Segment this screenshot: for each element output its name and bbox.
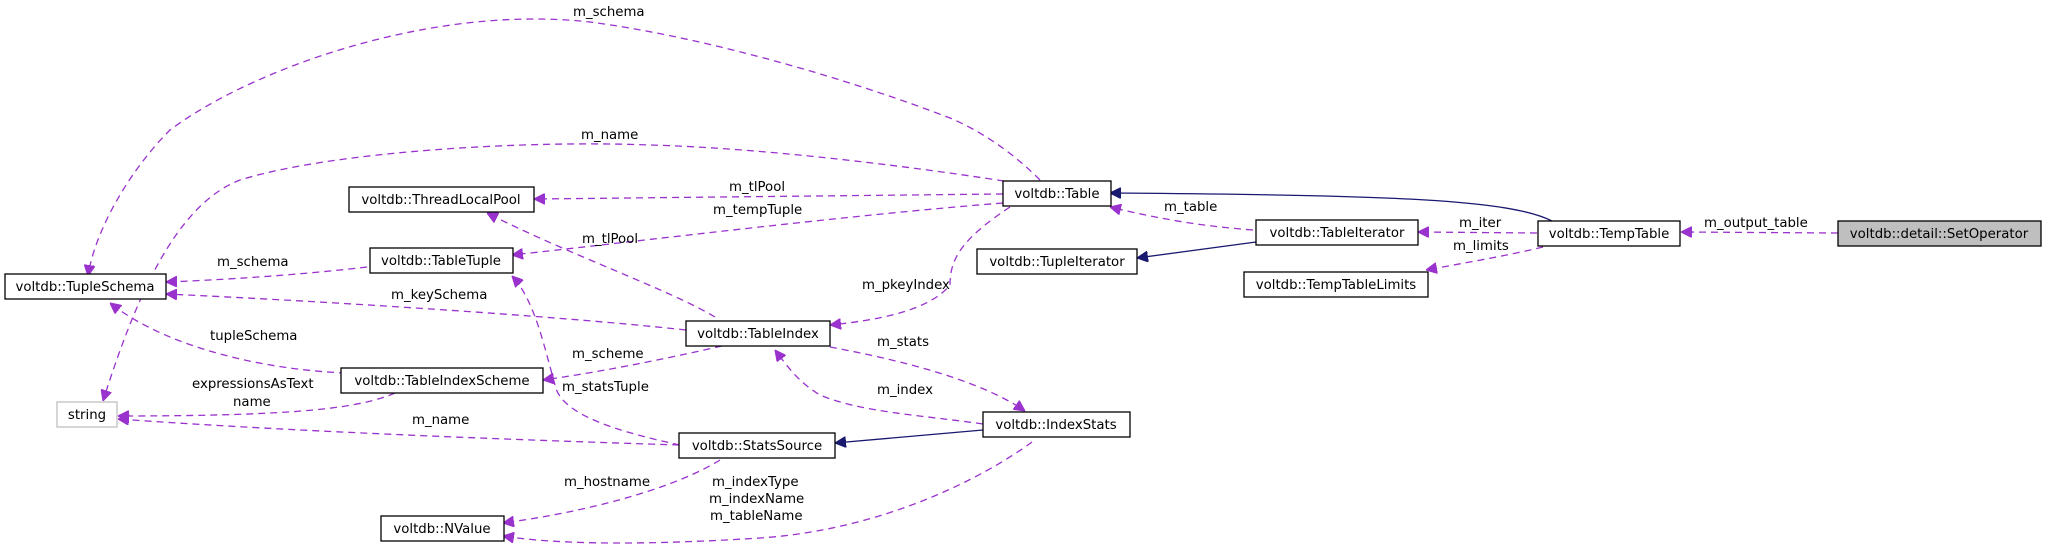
edge-m-keyschema	[166, 294, 687, 331]
node-threadlocalpool[interactable]: voltdb::ThreadLocalPool	[348, 186, 535, 213]
label-m-limits: m_limits	[1453, 239, 1509, 254]
edge-m-index-names	[503, 441, 1033, 544]
label-m-scheme: m_scheme	[572, 347, 644, 362]
node-tableindex-label: voltdb::TableIndex	[697, 327, 819, 342]
node-table[interactable]: voltdb::Table	[1002, 180, 1112, 207]
edge-m-schema-top	[88, 18, 1041, 276]
edge-tupleschema-scheme	[110, 303, 347, 374]
label-m-tlpool-index: m_tlPool	[582, 232, 638, 247]
label-m-statstuple: m_statsTuple	[562, 380, 649, 395]
label-m-tlpool-table: m_tlPool	[729, 180, 785, 195]
node-tableiterator[interactable]: voltdb::TableIterator	[1255, 219, 1419, 246]
label-m-index: m_index	[877, 383, 933, 398]
label-m-name-top: m_name	[581, 128, 638, 143]
label-m-stats: m_stats	[877, 335, 929, 350]
edge-tableiterator-inherits-tupleiterator	[1137, 241, 1257, 258]
node-tupleiterator-label: voltdb::TupleIterator	[989, 255, 1125, 270]
edge-labels: m_output_table m_iter m_limits m_table m…	[192, 5, 1808, 524]
node-tupleiterator[interactable]: voltdb::TupleIterator	[976, 248, 1138, 275]
label-m-temptuple: m_tempTuple	[713, 203, 802, 218]
edge-m-scheme	[543, 345, 723, 380]
node-table-label: voltdb::Table	[1014, 187, 1099, 202]
edge-m-hostname	[503, 459, 721, 523]
nodes: voltdb::detail::SetOperator voltdb::Temp…	[4, 180, 2042, 542]
label-expressionsastext: expressionsAsText	[192, 377, 314, 392]
node-temptablelimits[interactable]: voltdb::TempTableLimits	[1243, 271, 1429, 298]
node-temptable[interactable]: voltdb::TempTable	[1537, 220, 1681, 247]
node-tabletuple[interactable]: voltdb::TableTuple	[369, 247, 514, 274]
label-m-iter: m_iter	[1459, 216, 1502, 231]
node-statssource[interactable]: voltdb::StatsSource	[678, 432, 836, 459]
edge-expressions-name	[118, 392, 396, 416]
node-nvalue[interactable]: voltdb::NValue	[380, 515, 505, 542]
edge-m-tlpool-index	[487, 212, 716, 318]
label-m-indextype: m_indexType	[712, 475, 799, 490]
node-temptablelimits-label: voltdb::TempTableLimits	[1256, 278, 1417, 293]
label-name: name	[233, 395, 271, 410]
node-threadlocalpool-label: voltdb::ThreadLocalPool	[361, 193, 520, 208]
label-m-hostname: m_hostname	[564, 475, 650, 490]
label-m-table: m_table	[1164, 200, 1217, 215]
node-temptable-label: voltdb::TempTable	[1549, 227, 1670, 242]
label-m-name-stats: m_name	[412, 413, 469, 428]
label-m-pkeyindex: m_pkeyIndex	[862, 278, 950, 293]
node-string[interactable]: string	[56, 401, 118, 428]
edge-m-statstuple	[512, 276, 681, 446]
edge-m-index	[775, 350, 984, 425]
node-tupleschema-label: voltdb::TupleSchema	[15, 280, 154, 295]
edge-m-iter	[1418, 232, 1538, 233]
edge-m-name-stats	[118, 419, 680, 446]
node-statssource-label: voltdb::StatsSource	[692, 439, 822, 454]
node-indexstats[interactable]: voltdb::IndexStats	[982, 411, 1131, 438]
node-tableiterator-label: voltdb::TableIterator	[1270, 226, 1405, 241]
node-tableindex[interactable]: voltdb::TableIndex	[685, 320, 831, 347]
node-setoperator[interactable]: voltdb::detail::SetOperator	[1837, 220, 2042, 247]
node-string-label: string	[68, 408, 106, 423]
label-m-schema-tuple: m_schema	[217, 255, 289, 270]
edge-indexstats-inherits-statssource	[835, 429, 984, 443]
edge-m-name-top	[103, 143, 1005, 401]
edge-m-table	[1110, 207, 1254, 231]
label-tupleschema: tupleSchema	[210, 329, 297, 344]
label-m-schema-top: m_schema	[573, 5, 645, 20]
node-nvalue-label: voltdb::NValue	[393, 522, 490, 537]
node-tableindexscheme-label: voltdb::TableIndexScheme	[354, 374, 529, 389]
node-setoperator-label: voltdb::detail::SetOperator	[1850, 227, 2029, 242]
label-m-indexname: m_indexName	[709, 492, 804, 507]
node-tupleschema[interactable]: voltdb::TupleSchema	[4, 273, 167, 300]
edge-m-schema-tuple	[166, 266, 368, 282]
edge-temptable-inherits-table	[1110, 193, 1553, 222]
edges	[88, 18, 1839, 544]
edge-m-output-table	[1681, 232, 1839, 233]
edge-m-temptuple	[512, 202, 1004, 255]
edge-m-tlpool-table	[534, 193, 1004, 199]
node-tableindexscheme[interactable]: voltdb::TableIndexScheme	[340, 367, 544, 394]
label-m-tablename: m_tableName	[710, 509, 803, 524]
edge-m-stats	[829, 346, 1025, 411]
node-tabletuple-label: voltdb::TableTuple	[381, 254, 501, 269]
label-m-output-table: m_output_table	[1704, 216, 1808, 231]
node-indexstats-label: voltdb::IndexStats	[995, 418, 1116, 433]
label-m-keyschema: m_keySchema	[391, 288, 487, 303]
